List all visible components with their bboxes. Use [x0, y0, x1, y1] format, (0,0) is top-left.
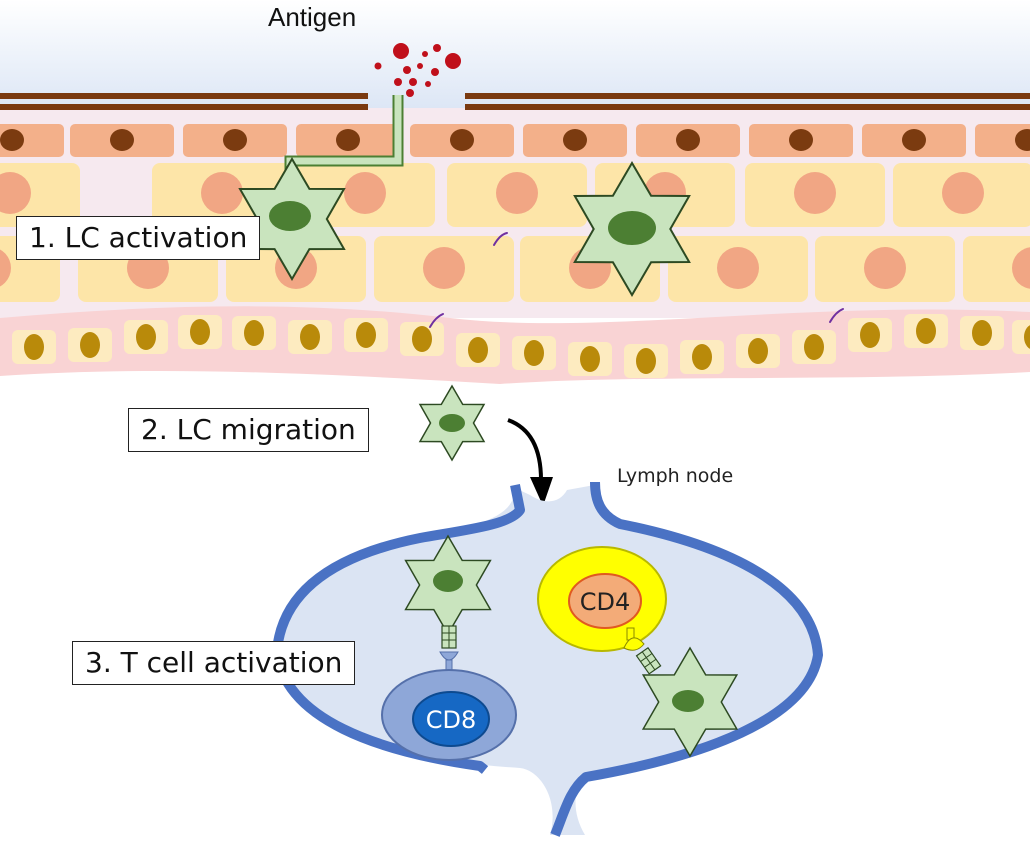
basal-cell [680, 340, 724, 374]
stratum-corneum [0, 93, 1030, 110]
granular-cell [410, 124, 514, 157]
basal-cell [904, 314, 948, 348]
basal-cell [568, 342, 612, 376]
basal-cell [124, 320, 168, 354]
granular-cell [749, 124, 853, 157]
granular-cell [523, 124, 627, 157]
spinous-cell [815, 236, 955, 302]
antigen-particles [374, 43, 461, 97]
spinous-cell [745, 163, 885, 227]
migration-arrow [507, 418, 553, 506]
step2-label: 2. LC migration [128, 408, 369, 452]
basal-cell [400, 322, 444, 356]
spinous-cell [893, 163, 1030, 227]
basal-cell [960, 316, 1004, 350]
basal-cell [848, 318, 892, 352]
basal-cell [456, 333, 500, 367]
lymph-node-border [272, 481, 823, 837]
basal-cell [512, 336, 556, 370]
granular-cell [70, 124, 174, 157]
basal-cell [178, 315, 222, 349]
basal-cell [736, 334, 780, 368]
langerhans-cell-migrating [418, 384, 486, 462]
spinous-cell [963, 236, 1030, 302]
step1-label: 1. LC activation [16, 216, 261, 260]
basal-cell [1012, 320, 1030, 354]
sky-background [0, 0, 1030, 110]
granular-layer [0, 124, 1030, 157]
cd8-t-cell [381, 669, 517, 761]
cd4-t-cell [537, 546, 667, 652]
basal-cell [288, 320, 332, 354]
granular-cell [296, 124, 400, 157]
granular-cell [862, 124, 966, 157]
spinous-cell [374, 236, 514, 302]
basal-cell [792, 330, 836, 364]
basal-cell [12, 330, 56, 364]
step3-label: 3. T cell activation [72, 641, 356, 685]
lymph-node-label: Lymph node [617, 465, 734, 487]
cd4-label: CD4 [580, 588, 631, 616]
langerhans-cell-cd4-presenting [641, 646, 739, 758]
basal-cell [68, 328, 112, 362]
granular-cell [0, 124, 64, 157]
granular-cell [636, 124, 740, 157]
basal-cells [12, 314, 1030, 378]
spinous-cell [0, 163, 80, 227]
langerhans-cell-activated [238, 157, 346, 281]
cd8-label: CD8 [426, 706, 477, 734]
basal-cell [232, 316, 276, 350]
basal-cell [344, 318, 388, 352]
antigen-label: Antigen [268, 2, 357, 32]
basal-cell [624, 344, 668, 378]
mhc-tcr-connector-cd4 [623, 627, 662, 675]
granular-cell [975, 124, 1030, 157]
spinous-cell [668, 236, 808, 302]
langerhans-cell-resting [573, 161, 691, 297]
spinous-cell [447, 163, 587, 227]
granular-cell [183, 124, 287, 157]
lymph-node [275, 484, 820, 835]
